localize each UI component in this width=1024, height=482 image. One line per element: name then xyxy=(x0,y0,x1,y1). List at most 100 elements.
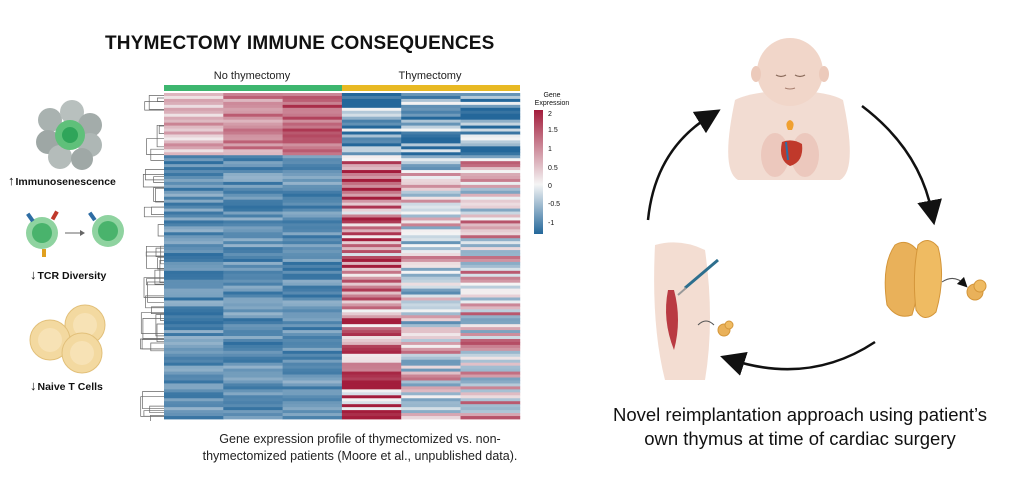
heatmap-cell xyxy=(460,291,521,295)
dendrogram-branch xyxy=(155,247,164,257)
heatmap-cell xyxy=(164,279,224,284)
heatmap-cell xyxy=(223,226,283,230)
dendrogram-branch xyxy=(142,391,164,410)
heatmap-cell xyxy=(341,128,402,132)
heatmap-cell xyxy=(282,116,343,121)
heatmap-cell xyxy=(460,93,521,97)
heatmap-cell xyxy=(223,131,283,135)
heatmap-cell xyxy=(460,344,521,349)
heatmap-cell xyxy=(164,344,224,349)
dendrogram-branch xyxy=(148,95,164,110)
heatmap-cell xyxy=(223,211,283,215)
heatmap-cell xyxy=(164,256,224,260)
heatmap-cell xyxy=(460,416,521,420)
heatmap-cell xyxy=(223,350,283,355)
heatmap-cell xyxy=(223,232,283,236)
heatmap-cell xyxy=(282,380,343,384)
heatmap-cell xyxy=(460,140,521,144)
heatmap-cell xyxy=(401,116,461,121)
heatmap-cell xyxy=(401,244,461,248)
heatmap-cell xyxy=(460,250,521,254)
heatmap-cell xyxy=(164,303,224,307)
heatmap-cell xyxy=(460,288,521,292)
heatmap-cell xyxy=(341,306,402,310)
heatmap-cell xyxy=(401,318,461,322)
heatmap-cell xyxy=(341,324,402,328)
heatmap-cell xyxy=(223,223,283,227)
heatmap-cell xyxy=(401,392,461,396)
heatmap-cell xyxy=(282,374,343,378)
heatmap-cell xyxy=(282,327,343,331)
heatmap-cell xyxy=(223,344,283,349)
heatmap-cell xyxy=(282,267,343,272)
heatmap-cell xyxy=(460,184,521,189)
heatmap-cell xyxy=(460,223,521,227)
heatmap-cell xyxy=(164,140,224,144)
heatmap-cell xyxy=(401,241,461,245)
heatmap-cell xyxy=(460,327,521,331)
heatmap-cell xyxy=(401,315,461,319)
heatmap-cell xyxy=(282,294,343,298)
heatmap-cell xyxy=(223,291,283,295)
heatmap-cell xyxy=(401,359,461,364)
heatmap-cell xyxy=(460,380,521,384)
heatmap-cell xyxy=(282,131,343,135)
heatmap-cell xyxy=(341,321,402,325)
heatmap-cell xyxy=(164,184,224,189)
dendrogram-branch xyxy=(157,224,164,237)
heatmap-cell xyxy=(223,267,283,272)
heatmap-cell xyxy=(460,158,521,162)
heatmap-cell xyxy=(164,211,224,215)
heatmap-cell xyxy=(164,161,224,165)
heatmap-cell xyxy=(223,152,283,156)
heatmap-cell xyxy=(401,95,461,100)
heatmap-cell xyxy=(460,235,521,239)
heatmap-cell xyxy=(401,312,461,316)
heatmap-cell xyxy=(401,235,461,239)
heatmap-cell xyxy=(341,291,402,295)
heatmap-cell xyxy=(164,238,224,242)
heatmap-cell xyxy=(282,122,343,126)
heatmap-cell xyxy=(282,306,343,310)
heatmap-cell xyxy=(341,146,402,150)
heatmap-cell xyxy=(401,338,461,343)
heatmap-cell xyxy=(460,413,521,417)
heatmap-cell xyxy=(223,333,283,337)
heatmap-cell xyxy=(164,273,224,278)
heatmap-cell xyxy=(401,122,461,126)
heatmap-cell xyxy=(282,161,343,165)
dendrogram-branch xyxy=(143,277,164,298)
heatmap-cell xyxy=(401,205,461,209)
heatmap-cell xyxy=(223,110,283,115)
heatmap-cell xyxy=(460,253,521,257)
heatmap-cell xyxy=(460,261,521,266)
heatmap-cell xyxy=(460,116,521,121)
heatmap-cell xyxy=(460,143,521,147)
heatmap-cell xyxy=(223,161,283,165)
heatmap-cell xyxy=(223,368,283,372)
heatmap-cell xyxy=(282,288,343,292)
heatmap-cell xyxy=(341,208,402,212)
heatmap-cell xyxy=(164,341,224,346)
thymus-icon xyxy=(884,240,987,318)
heatmap-cell xyxy=(401,190,461,195)
heatmap-cell xyxy=(341,143,402,147)
heatmap-cell xyxy=(223,413,283,417)
heatmap-cell xyxy=(460,187,521,192)
heatmap-cell xyxy=(341,202,402,207)
heatmap-cell xyxy=(460,211,521,215)
heatmap-cell xyxy=(460,389,521,393)
heatmap-cell xyxy=(223,217,283,221)
heatmap-cell xyxy=(223,119,283,124)
heatmap-cell xyxy=(282,110,343,115)
heatmap-cell xyxy=(223,167,283,171)
heatmap-cell xyxy=(460,95,521,100)
heatmap-cell xyxy=(460,395,521,399)
heatmap-cell xyxy=(223,276,283,281)
heatmap-cell xyxy=(164,125,224,129)
heatmap-cell xyxy=(282,389,343,393)
heatmap-cell xyxy=(223,356,283,361)
heatmap-cell xyxy=(282,178,343,183)
heatmap-cell xyxy=(282,258,343,263)
heatmap-cell xyxy=(164,214,224,218)
